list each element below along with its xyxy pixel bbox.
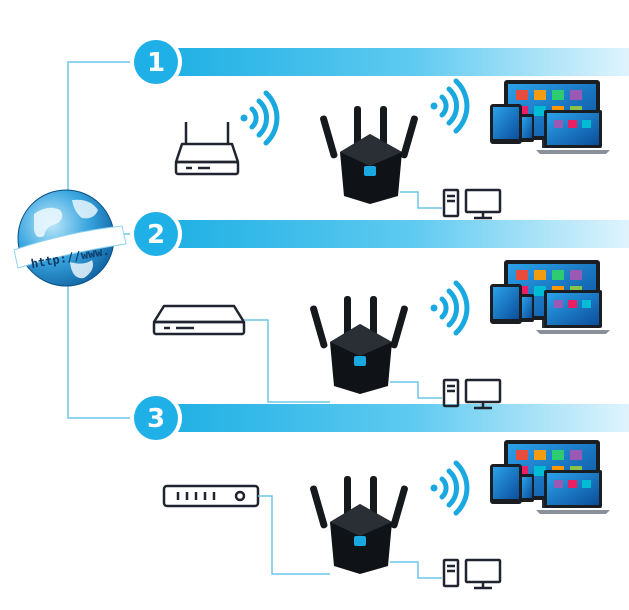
wifi-signal-icon	[240, 90, 280, 146]
ethernet-cable	[258, 495, 330, 575]
step-number: 1	[147, 48, 165, 78]
desktop-pc-icon	[442, 378, 502, 410]
method-band: 2	[130, 208, 629, 260]
method-band: 1	[130, 36, 629, 88]
step-number-badge: 1	[130, 36, 182, 88]
ethernet-cable	[390, 381, 442, 399]
wireless-router-icon	[174, 122, 240, 176]
multi-device-icon	[490, 440, 610, 514]
step-number: 2	[147, 220, 165, 250]
method-row-2	[152, 260, 610, 410]
multi-device-icon	[490, 80, 610, 154]
ethernet-cable	[390, 561, 442, 579]
wifi-signal-icon	[430, 280, 470, 336]
multi-device-icon	[490, 260, 610, 334]
modem-box-icon	[152, 304, 246, 336]
method-bands: 1 2 3	[130, 36, 629, 444]
wifi-extender-icon	[310, 296, 408, 394]
ethernet-cable	[244, 319, 330, 403]
step-number-badge: 3	[130, 392, 182, 444]
method-row-3	[162, 440, 610, 590]
globe-icon: http://www.	[13, 189, 127, 287]
desktop-pc-icon	[442, 188, 502, 220]
method-rows	[152, 78, 610, 590]
wifi-extender-icon	[320, 106, 418, 204]
desktop-pc-icon	[442, 558, 502, 590]
method-band: 3	[130, 392, 629, 444]
step-number: 3	[147, 404, 165, 434]
wifi-signal-icon	[430, 78, 470, 134]
method-row-1	[174, 78, 610, 220]
ethernet-cable	[400, 191, 442, 209]
wifi-extender-icon	[310, 476, 408, 574]
wifi-signal-icon	[430, 460, 470, 516]
step-number-badge: 2	[130, 208, 182, 260]
network-switch-icon	[162, 484, 260, 508]
